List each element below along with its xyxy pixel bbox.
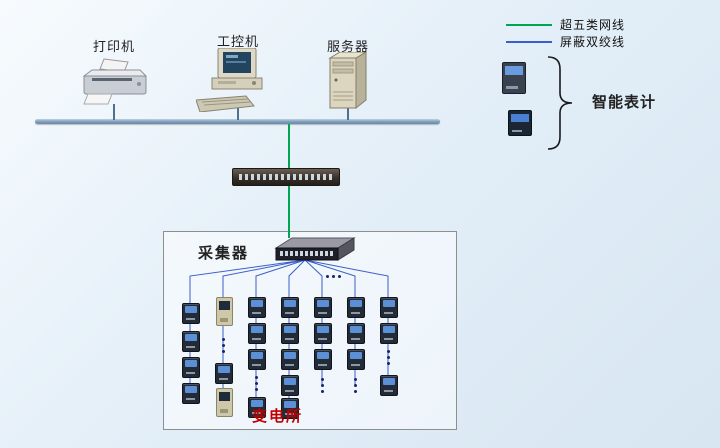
meter-icon bbox=[314, 323, 332, 344]
cat5e-line-switch-to-collector bbox=[288, 184, 290, 238]
ellipsis-dots bbox=[353, 378, 357, 396]
meter-icon bbox=[347, 349, 365, 370]
meter-icon bbox=[314, 349, 332, 370]
meter-icon bbox=[248, 349, 266, 370]
server-drop-line bbox=[347, 108, 349, 120]
ellipsis-dots bbox=[320, 378, 324, 396]
meter-icon bbox=[380, 375, 398, 396]
brace-icon bbox=[547, 56, 573, 150]
meter-icon bbox=[248, 297, 266, 318]
printer-drop-line bbox=[113, 104, 115, 120]
workstation-icon bbox=[196, 48, 263, 112]
workstation-drop-line bbox=[237, 108, 239, 120]
meter-tall-icon bbox=[216, 297, 233, 326]
server-icon bbox=[328, 52, 367, 110]
meter-icon bbox=[182, 331, 200, 352]
meter-icon bbox=[248, 323, 266, 344]
legend-item-stp: 屏蔽双绞线 bbox=[506, 33, 625, 50]
stp-line-label: 屏蔽双绞线 bbox=[560, 35, 626, 49]
cat5e-line-label: 超五类网线 bbox=[560, 18, 626, 32]
meter-icon bbox=[215, 363, 233, 384]
cat5e-line-bus-to-switch bbox=[288, 124, 290, 168]
legend: 超五类网线 屏蔽双绞线 bbox=[506, 16, 625, 50]
meter-icon bbox=[347, 323, 365, 344]
meter-icon bbox=[182, 357, 200, 378]
smart-meter-icon-a bbox=[502, 62, 526, 94]
server-label: 服务器 bbox=[326, 39, 369, 54]
meter-icon bbox=[281, 375, 299, 396]
workstation-label: 工控机 bbox=[216, 34, 259, 49]
meter-icon bbox=[347, 297, 365, 318]
smart-meters-label: 智能表计 bbox=[592, 94, 657, 111]
ethernet-switch-icon bbox=[232, 168, 340, 186]
meter-icon bbox=[182, 303, 200, 324]
stp-line-swatch bbox=[506, 40, 552, 43]
meter-tall-icon bbox=[216, 388, 233, 417]
printer-icon bbox=[82, 58, 148, 105]
smart-meter-icon-b bbox=[508, 110, 532, 136]
ellipsis-dots bbox=[254, 376, 258, 394]
ellipsis-dots bbox=[221, 338, 225, 356]
meter-icon bbox=[380, 323, 398, 344]
meter-icon bbox=[380, 297, 398, 318]
cat5e-line-swatch bbox=[506, 23, 552, 26]
ellipsis-dots bbox=[326, 275, 344, 279]
meter-icon bbox=[314, 297, 332, 318]
legend-item-cat5e: 超五类网线 bbox=[506, 16, 625, 33]
printer-label: 打印机 bbox=[92, 39, 135, 54]
meter-icon bbox=[248, 397, 266, 418]
meter-icon bbox=[281, 349, 299, 370]
meter-icon bbox=[182, 383, 200, 404]
ellipsis-dots bbox=[386, 350, 390, 368]
substation-label: 变电所 bbox=[252, 408, 304, 425]
meter-icon bbox=[281, 398, 299, 419]
collector-label: 采集器 bbox=[198, 245, 250, 262]
network-bus bbox=[35, 119, 440, 124]
meter-icon bbox=[281, 297, 299, 318]
collector-icon bbox=[274, 237, 356, 261]
meter-icon bbox=[281, 323, 299, 344]
